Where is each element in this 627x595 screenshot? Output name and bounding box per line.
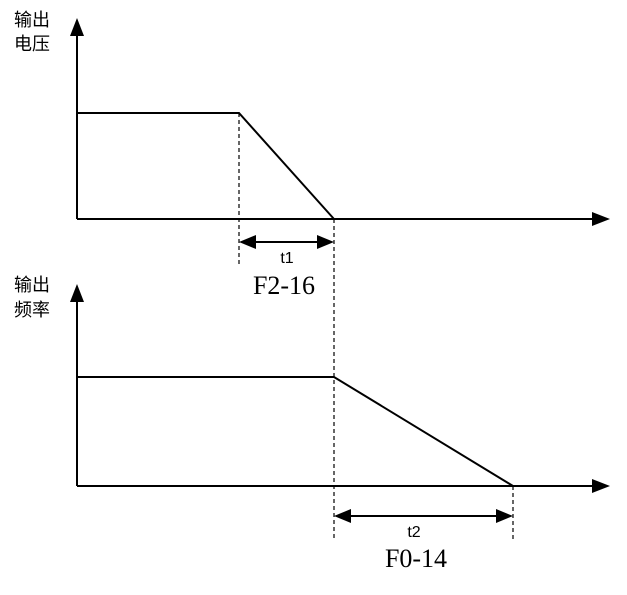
frequency-chart: 输出 频率	[14, 275, 610, 493]
t2-parameter-code: F0-14	[385, 544, 447, 573]
t1-parameter-code: F2-16	[253, 271, 315, 300]
frequency-axis-label-line1: 输出	[14, 275, 50, 296]
t1-arrow-left-head	[239, 235, 256, 249]
voltage-axis-label-line2: 电压	[14, 34, 50, 55]
t2-label: t2	[407, 524, 420, 541]
t1-label: t1	[280, 250, 293, 267]
frequency-y-axis-arrowhead	[70, 284, 84, 302]
voltage-curve	[77, 112, 335, 220]
frequency-x-axis-arrowhead	[592, 479, 610, 493]
t2-dimension: t2 F0-14	[334, 509, 513, 573]
voltage-chart: 输出 电压	[14, 10, 610, 226]
t2-arrow-left-head	[334, 509, 351, 523]
t1-arrow-right-head	[317, 235, 334, 249]
frequency-curve	[77, 376, 514, 487]
t1-dimension: t1 F2-16	[239, 235, 334, 300]
t2-arrow-right-head	[496, 509, 513, 523]
voltage-axis-label-line1: 输出	[14, 10, 50, 31]
voltage-x-axis-arrowhead	[592, 212, 610, 226]
frequency-axis-label-line2: 频率	[14, 300, 50, 321]
voltage-y-axis-arrowhead	[70, 18, 84, 36]
